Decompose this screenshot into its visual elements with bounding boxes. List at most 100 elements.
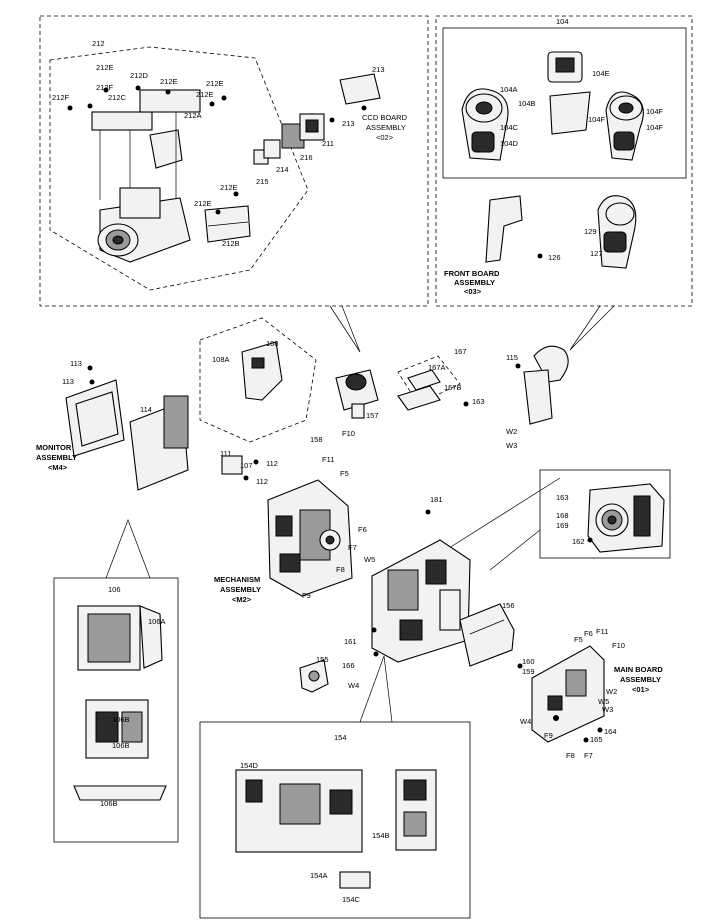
- label-F8-b: F8: [566, 751, 575, 760]
- label-104D: 104D: [500, 139, 519, 148]
- group-108-frame: [199, 317, 317, 443]
- label-107: 107: [240, 461, 253, 470]
- label-104F-b: 104F: [588, 115, 606, 124]
- label-F6-a: F6: [358, 525, 367, 534]
- label-W5-b: W5: [598, 697, 609, 706]
- label-108A: 108A: [212, 355, 230, 364]
- label-212: 212: [92, 39, 105, 48]
- label-W2-b: W2: [606, 687, 617, 696]
- label-163-b: 163: [556, 493, 569, 502]
- label-127: 127: [590, 249, 603, 258]
- label-F10-a: F10: [342, 429, 355, 438]
- leader-212-to-camera: [329, 305, 361, 353]
- label-mech-3: <M2>: [232, 595, 252, 604]
- label-212E-d: 212E: [196, 90, 214, 99]
- label-212B: 212B: [222, 239, 240, 248]
- panel-106: [73, 605, 167, 801]
- label-162: 162: [572, 537, 585, 546]
- label-165: 165: [590, 735, 603, 744]
- lens-unit-163-group: [587, 483, 665, 553]
- label-169: 169: [556, 521, 569, 530]
- label-F7-b: F7: [584, 751, 593, 760]
- label-114: 114: [140, 405, 152, 414]
- leader-104-to-front: [569, 305, 615, 351]
- board-154: [235, 769, 437, 889]
- group-212-inner-frame: [49, 46, 309, 291]
- part-labels: 212 212E 212D 212E 212F 212E 212E 212F 2…: [36, 17, 664, 904]
- label-215: 215: [256, 177, 269, 186]
- label-F9-a: F9: [302, 591, 311, 600]
- grip-cover-104: [461, 51, 644, 269]
- group-104-outer-frame: [435, 15, 693, 307]
- label-212E-c: 212E: [206, 79, 224, 88]
- label-fb-1: FRONT BOARD: [444, 269, 500, 278]
- label-mon-3: <M4>: [48, 463, 68, 472]
- label-211: 211: [322, 139, 334, 148]
- label-212E-f: 212E: [194, 199, 212, 208]
- label-F6-b: F6: [584, 629, 593, 638]
- label-F11-b: F11: [596, 627, 608, 636]
- lens-block-212: [91, 89, 201, 263]
- label-W4-a: W4: [348, 681, 359, 690]
- label-166: 166: [342, 661, 355, 670]
- label-113-a: 113: [70, 359, 82, 368]
- label-ccd-3: <02>: [376, 133, 394, 142]
- leader-154-to-chassis: [359, 655, 393, 723]
- label-157: 157: [366, 411, 379, 420]
- label-104F-c: 104F: [646, 123, 664, 132]
- label-111: 111: [220, 449, 231, 458]
- label-154C: 154C: [342, 895, 361, 904]
- label-156: 156: [502, 601, 515, 610]
- label-212E-a: 212E: [96, 63, 114, 72]
- label-163-a: 163: [472, 397, 485, 406]
- label-W4-b: W4: [520, 717, 531, 726]
- label-212E-b: 212E: [160, 77, 178, 86]
- part-155: [299, 659, 329, 693]
- label-F10-b: F10: [612, 641, 625, 650]
- label-ccd-2: ASSEMBLY: [366, 123, 406, 132]
- label-129: 129: [584, 227, 597, 236]
- label-104: 104: [556, 17, 569, 26]
- group-212-frame: [39, 15, 429, 307]
- label-154D: 154D: [240, 761, 259, 770]
- leader-mech: [429, 477, 561, 561]
- label-214: 214: [276, 165, 289, 174]
- label-167: 167: [454, 347, 467, 356]
- label-113-b: 113: [62, 377, 74, 386]
- label-104B: 104B: [518, 99, 536, 108]
- label-108: 108: [266, 339, 279, 348]
- shield-plate-156: [459, 603, 515, 667]
- label-mech-1: MECHANISM: [214, 575, 260, 584]
- label-F8-a: F8: [336, 565, 345, 574]
- label-126: 126: [548, 253, 561, 262]
- label-212A: 212A: [184, 111, 202, 120]
- label-216: 216: [300, 153, 313, 162]
- label-154B: 154B: [372, 831, 390, 840]
- label-161: 161: [344, 637, 357, 646]
- bracket-212B: [204, 205, 251, 243]
- label-fb-3: <03>: [464, 287, 482, 296]
- leader-106-to-monitor: [105, 519, 151, 579]
- label-F9-b: F9: [544, 731, 553, 740]
- label-160: 160: [522, 657, 535, 666]
- group-167-frame: [397, 355, 461, 405]
- label-fb-2: ASSEMBLY: [454, 278, 495, 287]
- label-mb-2: ASSEMBLY: [620, 675, 661, 684]
- label-mb-1: MAIN BOARD: [614, 665, 663, 674]
- label-W2-a: W2: [506, 427, 517, 436]
- label-mb-3: <01>: [632, 685, 650, 694]
- label-ccd-1: CCD BOARD: [362, 113, 408, 122]
- label-212F-b: 212F: [52, 93, 70, 102]
- label-106A: 106A: [148, 617, 166, 626]
- label-F5-b: F5: [574, 635, 583, 644]
- label-W3-b: W3: [602, 705, 613, 714]
- bracket-108: [241, 341, 283, 401]
- group-106-frame: [53, 577, 179, 843]
- label-mech-2: ASSEMBLY: [220, 585, 261, 594]
- label-154A: 154A: [310, 871, 328, 880]
- main-chassis: [371, 509, 471, 663]
- label-159: 159: [522, 667, 535, 676]
- label-212D: 212D: [130, 71, 149, 80]
- label-212E-e: 212E: [220, 183, 238, 192]
